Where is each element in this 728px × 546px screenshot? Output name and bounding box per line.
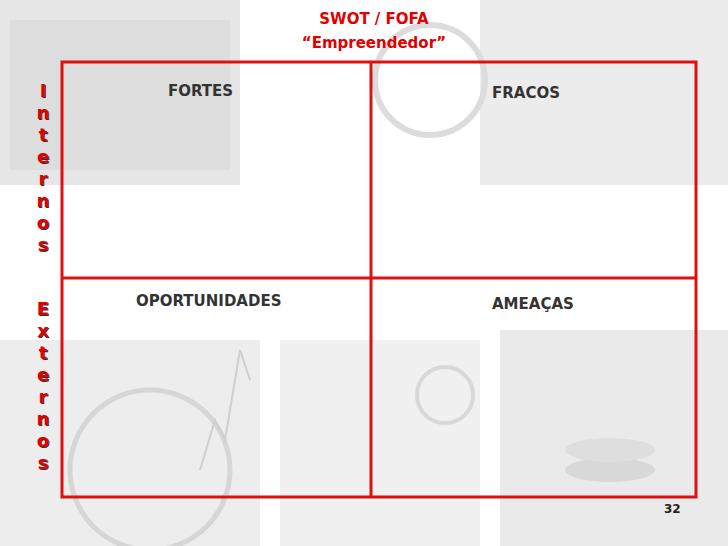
swot-quadrant: FORTES bbox=[64, 64, 370, 277]
grid-border bbox=[62, 62, 696, 497]
subtitle: “Empreendedor” bbox=[224, 34, 524, 52]
side-label: Internos bbox=[34, 80, 52, 256]
photo-globe bbox=[417, 367, 473, 423]
photo-panel bbox=[500, 330, 728, 546]
quadrant-label: AMEAÇAS bbox=[492, 295, 574, 313]
photo-chart bbox=[200, 350, 250, 470]
photo-panel bbox=[280, 340, 480, 546]
quadrant-label: FRACOS bbox=[492, 84, 560, 102]
photo-coins bbox=[565, 438, 655, 462]
swot-quadrant: OPORTUNIDADES bbox=[64, 280, 370, 496]
quadrant-label: OPORTUNIDADES bbox=[136, 292, 281, 310]
photo-clock bbox=[70, 390, 230, 546]
grid-divider bbox=[62, 277, 696, 280]
quadrant-label: FORTES bbox=[168, 82, 233, 100]
page-number: 32 bbox=[664, 502, 681, 516]
swot-quadrant: AMEAÇAS bbox=[373, 280, 695, 496]
side-label: Externos bbox=[34, 298, 52, 474]
swot-quadrant: FRACOS bbox=[373, 64, 695, 277]
photo-panel bbox=[480, 0, 728, 185]
photo-panel bbox=[0, 0, 240, 185]
diagram-title: SWOT / FOFA bbox=[224, 10, 524, 28]
